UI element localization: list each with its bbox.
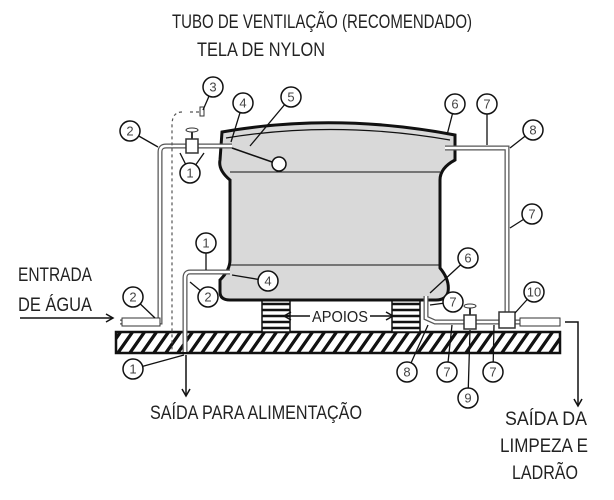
callout-number: 5 xyxy=(287,90,294,105)
callout-number: 7 xyxy=(483,97,490,112)
callout-circle xyxy=(119,120,141,142)
callout-circle xyxy=(521,203,543,225)
drain-label-3: LADRÃO xyxy=(512,462,578,484)
callout-7: 7 xyxy=(476,93,498,115)
callout-number: 4 xyxy=(264,274,271,289)
callout-circle xyxy=(202,76,224,98)
callout-number: 8 xyxy=(529,123,536,138)
callout-8: 8 xyxy=(522,119,544,141)
callout-number: 7 xyxy=(489,365,496,380)
water-tank xyxy=(218,121,457,302)
flow-arrows xyxy=(20,311,583,408)
callout-4: 4 xyxy=(232,92,254,114)
callout-number: 7 xyxy=(449,295,456,310)
callout-number: 7 xyxy=(528,207,535,222)
callout-circle xyxy=(195,232,217,254)
callout-leader-line xyxy=(467,329,471,399)
callout-number: 2 xyxy=(126,124,133,139)
callout-number: 1 xyxy=(186,166,193,181)
callout-circle xyxy=(232,92,254,114)
drain-gate-valve xyxy=(463,303,477,330)
water-inlet-label-1: ENTRADA xyxy=(18,265,92,286)
callout-7: 7 xyxy=(521,203,543,225)
callout-2: 2 xyxy=(197,286,219,308)
callout-circle xyxy=(523,281,545,303)
drain-label-2: LIMPEZA E xyxy=(500,436,588,457)
callout-2: 2 xyxy=(122,286,144,308)
callout-number: 3 xyxy=(209,80,216,95)
callout-1: 1 xyxy=(179,162,201,184)
callout-5: 5 xyxy=(280,86,302,108)
inlet-gate-valve xyxy=(185,127,199,154)
callout-number: 10 xyxy=(527,285,541,300)
callout-7: 7 xyxy=(436,361,458,383)
callout-4: 4 xyxy=(257,270,279,292)
callout-circle xyxy=(476,93,498,115)
callout-number: 1 xyxy=(129,362,136,377)
callout-10: 10 xyxy=(523,281,545,303)
callout-circle xyxy=(457,247,479,269)
float-valve xyxy=(231,147,287,172)
callout-circle xyxy=(122,358,144,380)
supply-outlet-label: SAÍDA PARA ALIMENTAÇÃO xyxy=(150,402,362,424)
callout-circle xyxy=(436,361,458,383)
drain-label-1: SAÍDA DA xyxy=(505,409,587,430)
callout-9: 9 xyxy=(457,387,479,409)
callout-number: 8 xyxy=(403,365,410,380)
callout-number: 4 xyxy=(239,96,246,111)
callout-1: 1 xyxy=(122,358,144,380)
vent-tube-label: TUBO DE VENTILAÇÃO (RECOMENDADO) xyxy=(172,11,472,33)
callout-number: 6 xyxy=(464,251,471,266)
callout-circle xyxy=(482,361,504,383)
callout-7: 7 xyxy=(442,291,464,313)
callout-circle xyxy=(444,93,466,115)
callout-7: 7 xyxy=(482,361,504,383)
water-inlet-label-2: DE ÁGUA xyxy=(18,295,92,316)
callout-number: 2 xyxy=(129,290,136,305)
callout-circle xyxy=(522,119,544,141)
callout-circle xyxy=(442,291,464,313)
callout-circle xyxy=(396,361,418,383)
callout-2: 2 xyxy=(119,120,141,142)
callout-circle xyxy=(457,387,479,409)
supports-label: APOIOS xyxy=(312,309,368,326)
callout-1: 1 xyxy=(195,232,217,254)
callout-circle xyxy=(122,286,144,308)
callout-circle xyxy=(257,270,279,292)
callout-circle xyxy=(280,86,302,108)
callout-number: 1 xyxy=(202,236,209,251)
callout-6: 6 xyxy=(444,93,466,115)
callout-3: 3 xyxy=(202,76,224,98)
callout-number: 2 xyxy=(204,290,211,305)
nylon-screen-label: TELA DE NYLON xyxy=(197,40,325,61)
callout-number: 7 xyxy=(443,365,450,380)
pipes xyxy=(120,106,561,352)
callout-number: 6 xyxy=(451,97,458,112)
callout-6: 6 xyxy=(457,247,479,269)
callout-8: 8 xyxy=(396,361,418,383)
callout-number: 9 xyxy=(464,391,471,406)
callout-circle xyxy=(179,162,201,184)
callout-circle xyxy=(197,286,219,308)
